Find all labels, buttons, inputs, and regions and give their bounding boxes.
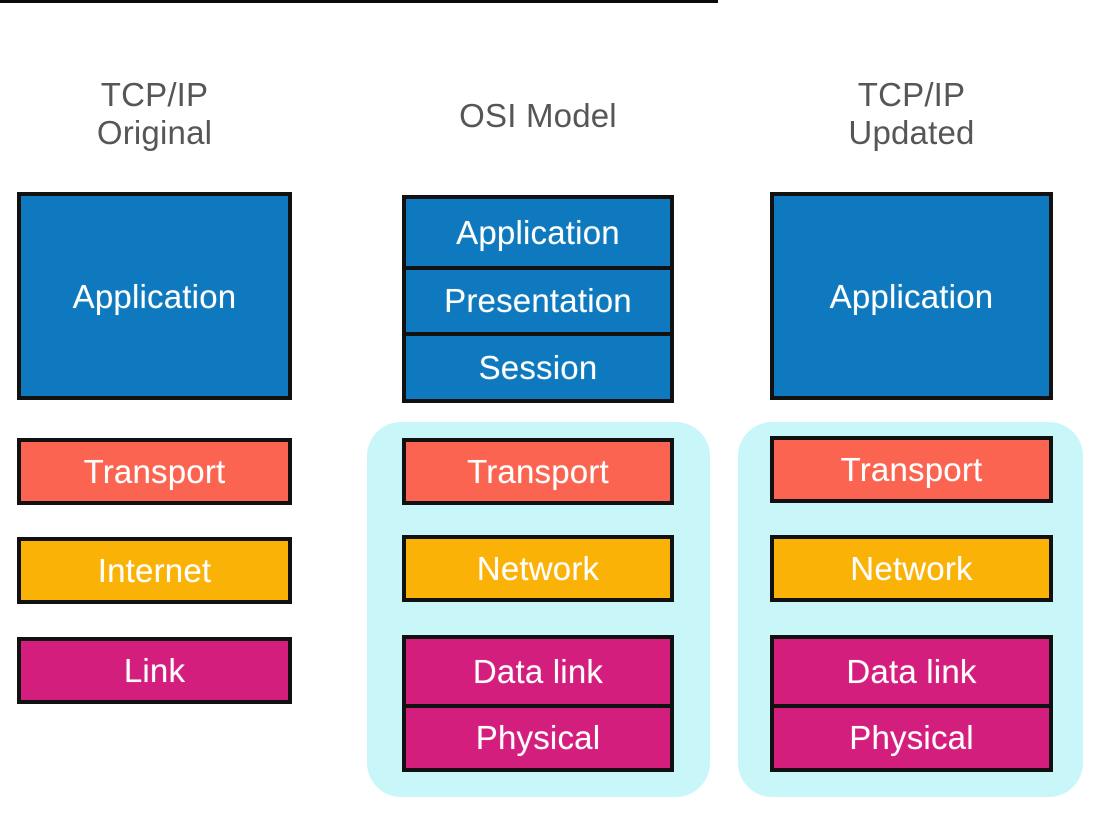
layer-label: Session [478,348,598,386]
layer-label: Data link [846,652,977,690]
layer-label: Application [72,277,237,315]
layer-tcpip-original-link[interactable]: Link [17,637,292,704]
layer-tcpip-original-internet[interactable]: Internet [17,537,292,604]
column-title-tcpip-original: TCP/IP Original [96,76,213,151]
column-tcpip-updated: TCP/IP Updated [770,0,1053,839]
layer-label: Link [123,652,186,689]
layer-label: Network [850,550,973,587]
top-horizontal-rule [0,0,718,3]
layer-tcpip-updated-network[interactable]: Network [770,535,1053,602]
layer-group-updated-datalink-physical-stack: Data link Physical [770,635,1053,772]
column-osi-model: OSI Model [402,0,674,839]
column-title-tcpip-updated: TCP/IP Updated [848,76,975,151]
layer-tcpip-updated-transport[interactable]: Transport [770,436,1053,503]
layer-label: Application [829,277,994,315]
layer-label: Application [456,213,620,251]
layer-label: Physical [849,719,974,757]
layer-group-osi-application-stack: Application Presentation Session [402,195,674,403]
layer-label: Internet [97,552,212,589]
layer-label: Transport [83,453,226,490]
column-title-osi-model: OSI Model [459,97,617,134]
layer-tcpip-original-transport[interactable]: Transport [17,438,292,505]
layer-osi-session[interactable]: Session [406,332,670,399]
column-tcpip-original: TCP/IP Original [17,0,292,839]
layer-label: Transport [467,453,609,490]
layer-tcpip-original-application[interactable]: Application [17,192,292,400]
layer-tcpip-updated-data-link[interactable]: Data link [774,639,1049,704]
layer-osi-physical[interactable]: Physical [406,703,670,768]
layer-osi-network[interactable]: Network [402,535,674,602]
layer-tcpip-updated-application[interactable]: Application [770,192,1053,400]
layer-label: Data link [472,652,604,690]
layer-label: Presentation [444,282,632,320]
layer-label: Physical [475,719,601,757]
layer-osi-presentation[interactable]: Presentation [406,265,670,333]
layer-group-osi-datalink-physical-stack: Data link Physical [402,635,674,772]
layer-osi-transport[interactable]: Transport [402,438,674,505]
layer-tcpip-updated-physical[interactable]: Physical [774,703,1049,768]
layer-osi-data-link[interactable]: Data link [406,639,670,704]
layer-osi-application[interactable]: Application [406,199,670,266]
layer-label: Transport [840,451,983,488]
layer-label: Network [476,550,600,587]
